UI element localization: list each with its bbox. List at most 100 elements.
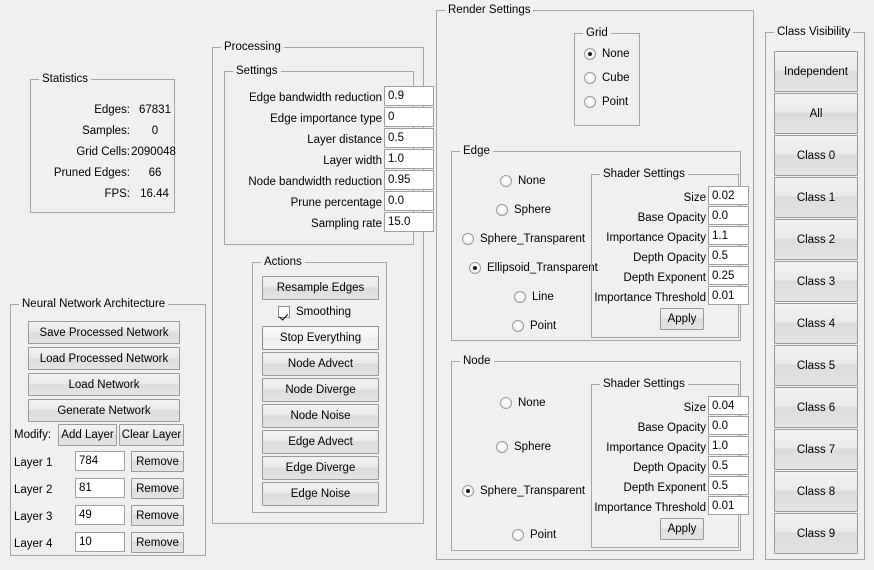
edge-shader-size-input[interactable]: 0.02 bbox=[708, 186, 749, 205]
node-shader-size-label: Size bbox=[683, 402, 706, 414]
radio-icon bbox=[514, 291, 526, 303]
grid-option-point-label: Point bbox=[602, 96, 629, 108]
edge-option-sphere-transparent[interactable]: Sphere_Transparent bbox=[462, 232, 585, 246]
smoothing-checkbox[interactable]: Smoothing bbox=[278, 305, 351, 319]
grid-option-none[interactable]: None bbox=[584, 47, 630, 61]
edge-shader-settings-title: Shader Settings bbox=[600, 168, 688, 180]
layer-4-input[interactable]: 10 bbox=[75, 532, 125, 552]
node-option-point[interactable]: Point bbox=[512, 528, 556, 542]
grid-option-cube[interactable]: Cube bbox=[584, 71, 630, 85]
layer-3-remove-button[interactable]: Remove bbox=[131, 505, 184, 526]
node-option-sphere[interactable]: Sphere bbox=[496, 440, 551, 454]
layer-2-remove-button[interactable]: Remove bbox=[131, 478, 184, 499]
node-noise-button[interactable]: Node Noise bbox=[262, 404, 379, 428]
edge-advect-button[interactable]: Edge Advect bbox=[262, 430, 379, 454]
layer-3-input[interactable]: 49 bbox=[75, 505, 125, 525]
edge-option-line[interactable]: Line bbox=[514, 290, 554, 304]
edge-shader-depth-exponent-input[interactable]: 0.25 bbox=[708, 266, 749, 285]
edge-diverge-button[interactable]: Edge Diverge bbox=[262, 456, 379, 480]
edge-shader-apply-button[interactable]: Apply bbox=[660, 308, 704, 330]
edge-option-sphere[interactable]: Sphere bbox=[496, 203, 551, 217]
class-visibility-class-4-button[interactable]: Class 4 bbox=[774, 303, 858, 344]
class-visibility-class-7-button[interactable]: Class 7 bbox=[774, 429, 858, 470]
class-visibility-class-1-button[interactable]: Class 1 bbox=[774, 177, 858, 218]
radio-icon bbox=[462, 233, 474, 245]
node-diverge-button[interactable]: Node Diverge bbox=[262, 378, 379, 402]
clear-layer-button[interactable]: Clear Layer bbox=[119, 424, 184, 446]
node-shader-depth-exponent-input[interactable]: 0.5 bbox=[708, 476, 749, 495]
edge-shader-depth-opacity-input[interactable]: 0.5 bbox=[708, 246, 749, 265]
class-visibility-class-0-button[interactable]: Class 0 bbox=[774, 135, 858, 176]
radio-icon bbox=[512, 529, 524, 541]
node-bandwidth-reduction-input[interactable]: 0.95 bbox=[384, 170, 434, 190]
smoothing-label: Smoothing bbox=[296, 306, 351, 318]
load-network-button[interactable]: Load Network bbox=[28, 373, 180, 396]
class-visibility-class-6-button[interactable]: Class 6 bbox=[774, 387, 858, 428]
edge-option-ellipsoid-transparent[interactable]: Ellipsoid_Transparent bbox=[469, 261, 598, 275]
save-processed-network-button[interactable]: Save Processed Network bbox=[28, 321, 180, 344]
grid-group-title: Grid bbox=[583, 27, 611, 39]
class-visibility-class-5-button[interactable]: Class 5 bbox=[774, 345, 858, 386]
processing-settings-title: Settings bbox=[233, 65, 281, 77]
modify-label: Modify: bbox=[14, 429, 52, 441]
class-visibility-all-button[interactable]: All bbox=[774, 93, 858, 134]
nn-group-title: Neural Network Architecture bbox=[19, 298, 169, 310]
class-visibility-class-3-button[interactable]: Class 3 bbox=[774, 261, 858, 302]
layer-1-input[interactable]: 784 bbox=[75, 451, 125, 471]
statistics-value-samples: 0 bbox=[151, 125, 159, 137]
edge-shader-importance-threshold-input[interactable]: 0.01 bbox=[708, 286, 749, 305]
edge-option-none[interactable]: None bbox=[500, 174, 546, 188]
node-option-none[interactable]: None bbox=[500, 396, 546, 410]
node-group-title: Node bbox=[460, 355, 494, 367]
layer-width-input[interactable]: 1.0 bbox=[384, 149, 434, 169]
node-advect-button[interactable]: Node Advect bbox=[262, 352, 379, 376]
stop-everything-button[interactable]: Stop Everything bbox=[262, 326, 379, 350]
class-visibility-group: Class Visibility Independent All Class 0… bbox=[765, 26, 865, 560]
node-option-sphere-transparent[interactable]: Sphere_Transparent bbox=[462, 484, 585, 498]
sampling-rate-input[interactable]: 15.0 bbox=[384, 212, 434, 232]
radio-icon bbox=[584, 72, 596, 84]
load-processed-network-button[interactable]: Load Processed Network bbox=[28, 347, 180, 370]
node-shader-base-opacity-input[interactable]: 0.0 bbox=[708, 416, 749, 435]
edge-shader-importance-opacity-label: Importance Opacity bbox=[606, 232, 706, 244]
edge-option-none-label: None bbox=[518, 175, 546, 187]
edge-shader-depth-opacity-label: Depth Opacity bbox=[633, 252, 706, 264]
layer-2-input[interactable]: 81 bbox=[75, 478, 125, 498]
edge-shader-importance-opacity-input[interactable]: 1.1 bbox=[708, 226, 749, 245]
statistics-value-pruned-edges: 66 bbox=[148, 167, 162, 179]
edge-option-ellipsoid-transparent-label: Ellipsoid_Transparent bbox=[487, 262, 598, 274]
edge-shader-importance-threshold-label: Importance Threshold bbox=[594, 292, 706, 304]
add-layer-button[interactable]: Add Layer bbox=[58, 424, 117, 446]
edge-shader-depth-exponent-label: Depth Exponent bbox=[623, 272, 706, 284]
edge-noise-button[interactable]: Edge Noise bbox=[262, 482, 379, 506]
edge-shader-base-opacity-input[interactable]: 0.0 bbox=[708, 206, 749, 225]
grid-option-point[interactable]: Point bbox=[584, 95, 628, 109]
node-shader-importance-opacity-input[interactable]: 1.0 bbox=[708, 436, 749, 455]
node-shader-depth-opacity-input[interactable]: 0.5 bbox=[708, 456, 749, 475]
render-settings-title: Render Settings bbox=[445, 4, 534, 16]
layer-distance-input[interactable]: 0.5 bbox=[384, 128, 434, 148]
edge-option-point[interactable]: Point bbox=[512, 319, 556, 333]
resample-edges-button[interactable]: Resample Edges bbox=[262, 276, 379, 300]
node-shader-importance-threshold-input[interactable]: 0.01 bbox=[708, 496, 749, 515]
class-visibility-independent-button[interactable]: Independent bbox=[774, 51, 858, 92]
radio-icon bbox=[512, 320, 524, 332]
class-visibility-class-2-button[interactable]: Class 2 bbox=[774, 219, 858, 260]
edge-importance-type-input[interactable]: 0 bbox=[384, 107, 434, 127]
radio-icon bbox=[500, 397, 512, 409]
class-visibility-class-9-button[interactable]: Class 9 bbox=[774, 513, 858, 554]
layer-4-label: Layer 4 bbox=[14, 538, 53, 550]
node-shader-base-opacity-label: Base Opacity bbox=[637, 422, 706, 434]
generate-network-button[interactable]: Generate Network bbox=[28, 399, 180, 422]
statistics-group: Statistics Edges: 67831 Samples: 0 Grid … bbox=[30, 73, 176, 213]
statistics-value-edges: 67831 bbox=[139, 104, 171, 116]
node-shader-apply-button[interactable]: Apply bbox=[660, 518, 704, 540]
node-shader-size-input[interactable]: 0.04 bbox=[708, 396, 749, 415]
edge-option-line-label: Line bbox=[532, 291, 554, 303]
layer-4-remove-button[interactable]: Remove bbox=[131, 532, 184, 553]
edge-bandwidth-reduction-input[interactable]: 0.9 bbox=[384, 86, 434, 106]
layer-1-remove-button[interactable]: Remove bbox=[131, 451, 184, 472]
prune-percentage-input[interactable]: 0.0 bbox=[384, 191, 434, 211]
radio-icon bbox=[500, 175, 512, 187]
class-visibility-class-8-button[interactable]: Class 8 bbox=[774, 471, 858, 512]
